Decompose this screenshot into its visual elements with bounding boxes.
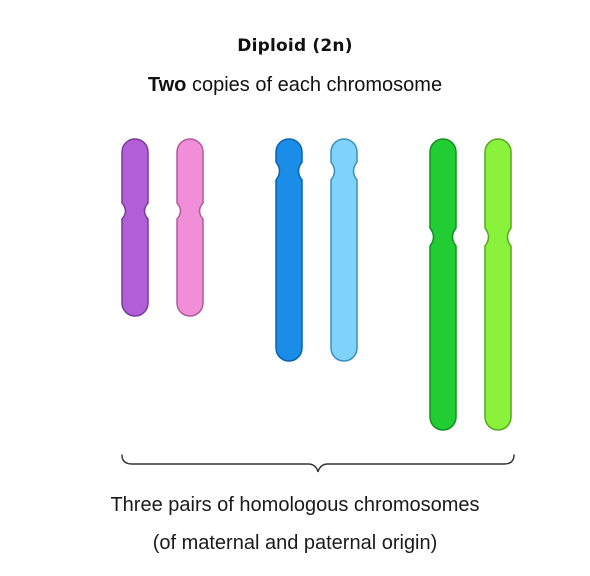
chromosome-pair-2 [275,138,358,362]
diagram-subtitle: Two copies of each chromosome [0,74,590,97]
chromosome-pair-3-paternal [484,138,512,431]
chromosome-pair-1-maternal [121,138,149,317]
subtitle-rest: copies of each chromosome [186,74,443,96]
homologous-pairs-brace [121,454,515,473]
chromosome-pair-1-paternal [176,138,204,317]
caption-line-2: (of maternal and paternal origin) [152,532,438,554]
chromosome-pair-2-maternal [275,138,303,362]
diagram-title: Diploid (2n) [237,36,353,56]
chromosome-pair-2-paternal [330,138,358,362]
chromosome-pair-3-maternal [429,138,457,431]
chromosome-pair-1 [121,138,204,317]
chromosome-pair-3 [429,138,512,431]
caption-line-1: Three pairs of homologous chromosomes [110,494,480,516]
subtitle-emphasis: Two [147,74,187,96]
